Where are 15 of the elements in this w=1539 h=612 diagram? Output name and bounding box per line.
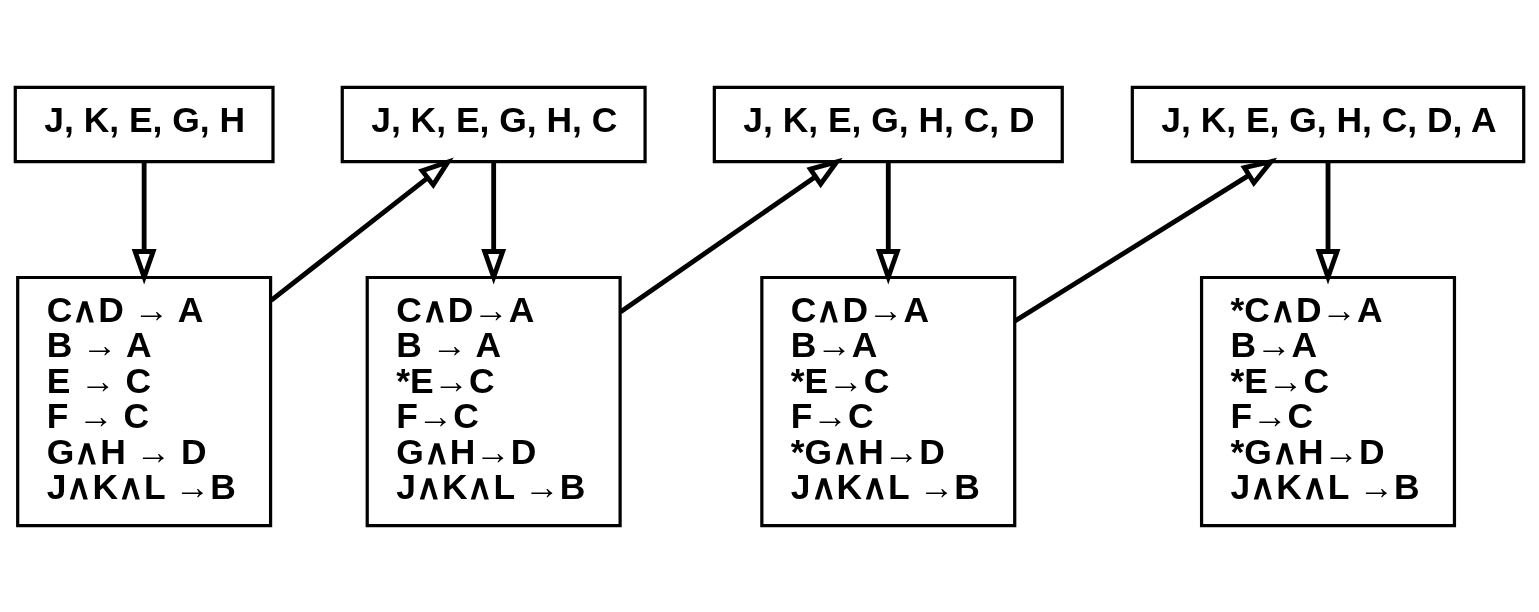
node-box: C∧D→A B→A *E→C F→C *G∧H→D J∧K∧L →B [760,275,1017,527]
arrow [131,161,157,285]
arrow [1013,157,1278,323]
node-box: J, K, E, G, H, C, D, A [1130,85,1526,163]
node-box: C∧D→A B → A *E→C F→C G∧H→D J∧K∧L →B [365,275,622,527]
node-box: *C∧D→A B→A *E→C F→C *G∧H→D J∧K∧L →B [1199,275,1457,527]
arrow [481,161,507,285]
arrow [619,157,843,314]
arrow [1315,161,1341,285]
node-box: J, K, E, G, H [13,85,275,163]
node-box: J, K, E, G, H, C, D [712,85,1064,163]
node-box: C∧D → A B → A E → C F → C G∧H → D J∧K∧L →B [16,275,273,527]
arrow [269,156,454,302]
arrow [875,161,901,285]
node-box: J, K, E, G, H, C [340,85,647,163]
